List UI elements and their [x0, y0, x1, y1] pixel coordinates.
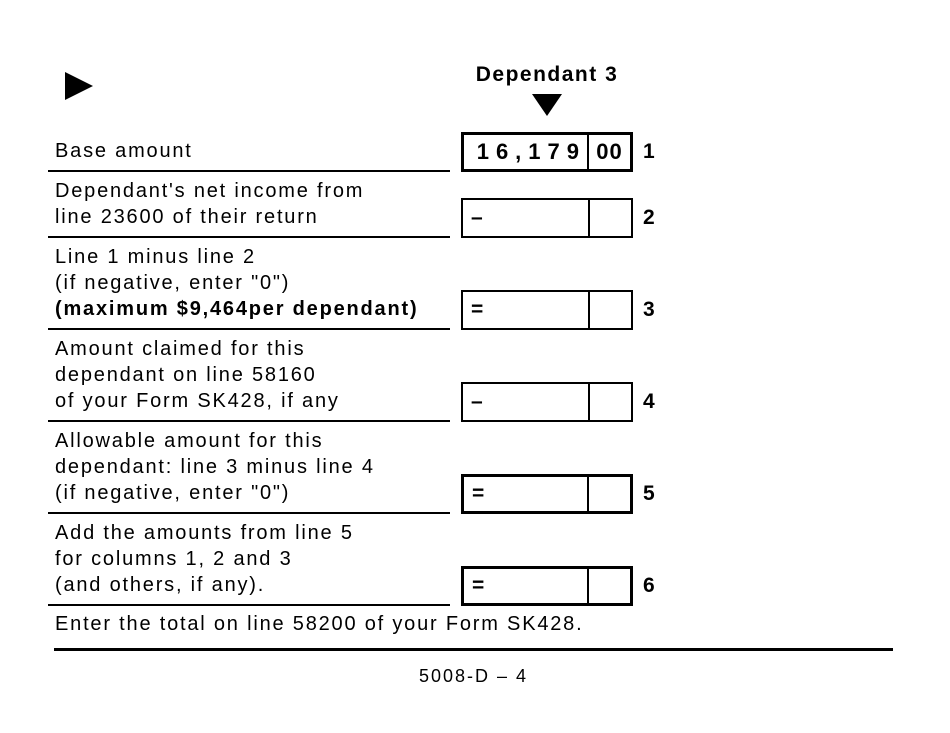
form-row-5: Allowable amount for this dependant: lin…: [48, 424, 688, 514]
amount-box-line-2[interactable]: –: [461, 198, 633, 238]
worksheet-rows: Base amount 16,179 00 1 Dependant's net …: [48, 132, 688, 636]
dollars-cell[interactable]: 16,179: [464, 135, 587, 169]
equals-sign: =: [471, 298, 484, 321]
line-number: 6: [643, 574, 655, 597]
label-line: dependant: line 3 minus line 4: [55, 456, 375, 478]
row-label: Line 1 minus line 2 (if negative, enter …: [48, 240, 450, 330]
label-line-maximum: (maximum $9,464per dependant): [55, 298, 419, 320]
minus-sign: –: [471, 390, 483, 413]
label-line: line 23600 of their return: [55, 206, 319, 228]
cents-cell[interactable]: [587, 477, 630, 511]
line-number: 3: [643, 298, 655, 321]
footer-divider: [54, 648, 893, 651]
dollars-cell[interactable]: =: [464, 569, 587, 603]
form-row-1: Base amount 16,179 00 1: [48, 132, 688, 172]
label-line: Amount claimed for this: [55, 338, 306, 360]
line-number: 4: [643, 390, 655, 413]
form-row-2: Dependant's net income from line 23600 o…: [48, 174, 688, 238]
dollars-cell[interactable]: –: [463, 200, 588, 236]
dollars-cell[interactable]: =: [463, 292, 588, 328]
column-header: Dependant 3: [459, 63, 635, 116]
line-number: 5: [643, 482, 655, 505]
form-row-6: Add the amounts from line 5 for columns …: [48, 516, 688, 606]
amount-box-line-3[interactable]: =: [461, 290, 633, 330]
dollars-cell[interactable]: =: [464, 477, 587, 511]
label-line: (if negative, enter "0"): [55, 272, 291, 294]
down-arrow-icon: [532, 94, 562, 116]
label-line: for columns 1, 2 and 3: [55, 548, 293, 570]
dollars-value: 16,179: [476, 139, 586, 164]
column-header-label: Dependant 3: [475, 63, 619, 86]
cents-cell[interactable]: [588, 292, 631, 328]
cents-cell[interactable]: [588, 200, 631, 236]
amount-box-line-5[interactable]: =: [461, 474, 633, 514]
label-line: Add the amounts from line 5: [55, 522, 354, 544]
total-instruction: Enter the total on line 58200 of your Fo…: [55, 613, 584, 635]
right-pointer-icon: [65, 72, 93, 100]
row-label: Dependant's net income from line 23600 o…: [48, 174, 450, 238]
equals-sign: =: [472, 574, 485, 597]
row-label: Allowable amount for this dependant: lin…: [48, 424, 450, 514]
dollars-cell[interactable]: –: [463, 384, 588, 420]
minus-sign: –: [471, 206, 483, 229]
label-line: of your Form SK428, if any: [55, 390, 340, 412]
amount-box-line-6[interactable]: =: [461, 566, 633, 606]
label-line: dependant on line 58160: [55, 364, 317, 386]
cents-cell[interactable]: 00: [587, 135, 630, 169]
amount-box-line-1[interactable]: 16,179 00: [461, 132, 633, 172]
form-row-3: Line 1 minus line 2 (if negative, enter …: [48, 240, 688, 330]
row-label: Add the amounts from line 5 for columns …: [48, 516, 450, 606]
label-line: Base amount: [55, 140, 193, 162]
label-line: Line 1 minus line 2: [55, 246, 256, 268]
form-row-4: Amount claimed for this dependant on lin…: [48, 332, 688, 422]
row-label: Base amount: [48, 134, 450, 172]
cents-cell[interactable]: [587, 569, 630, 603]
line-number: 2: [643, 206, 655, 229]
label-line: (if negative, enter "0"): [55, 482, 291, 504]
cents-cell[interactable]: [588, 384, 631, 420]
equals-sign: =: [472, 482, 485, 505]
line-number: 1: [643, 140, 655, 163]
label-line: Dependant's net income from: [55, 180, 365, 202]
row-label: Amount claimed for this dependant on lin…: [48, 332, 450, 422]
label-line: Allowable amount for this: [55, 430, 324, 452]
amount-box-line-4[interactable]: –: [461, 382, 633, 422]
page-number: 5008-D – 4: [418, 666, 529, 686]
label-line: (and others, if any).: [55, 574, 266, 596]
